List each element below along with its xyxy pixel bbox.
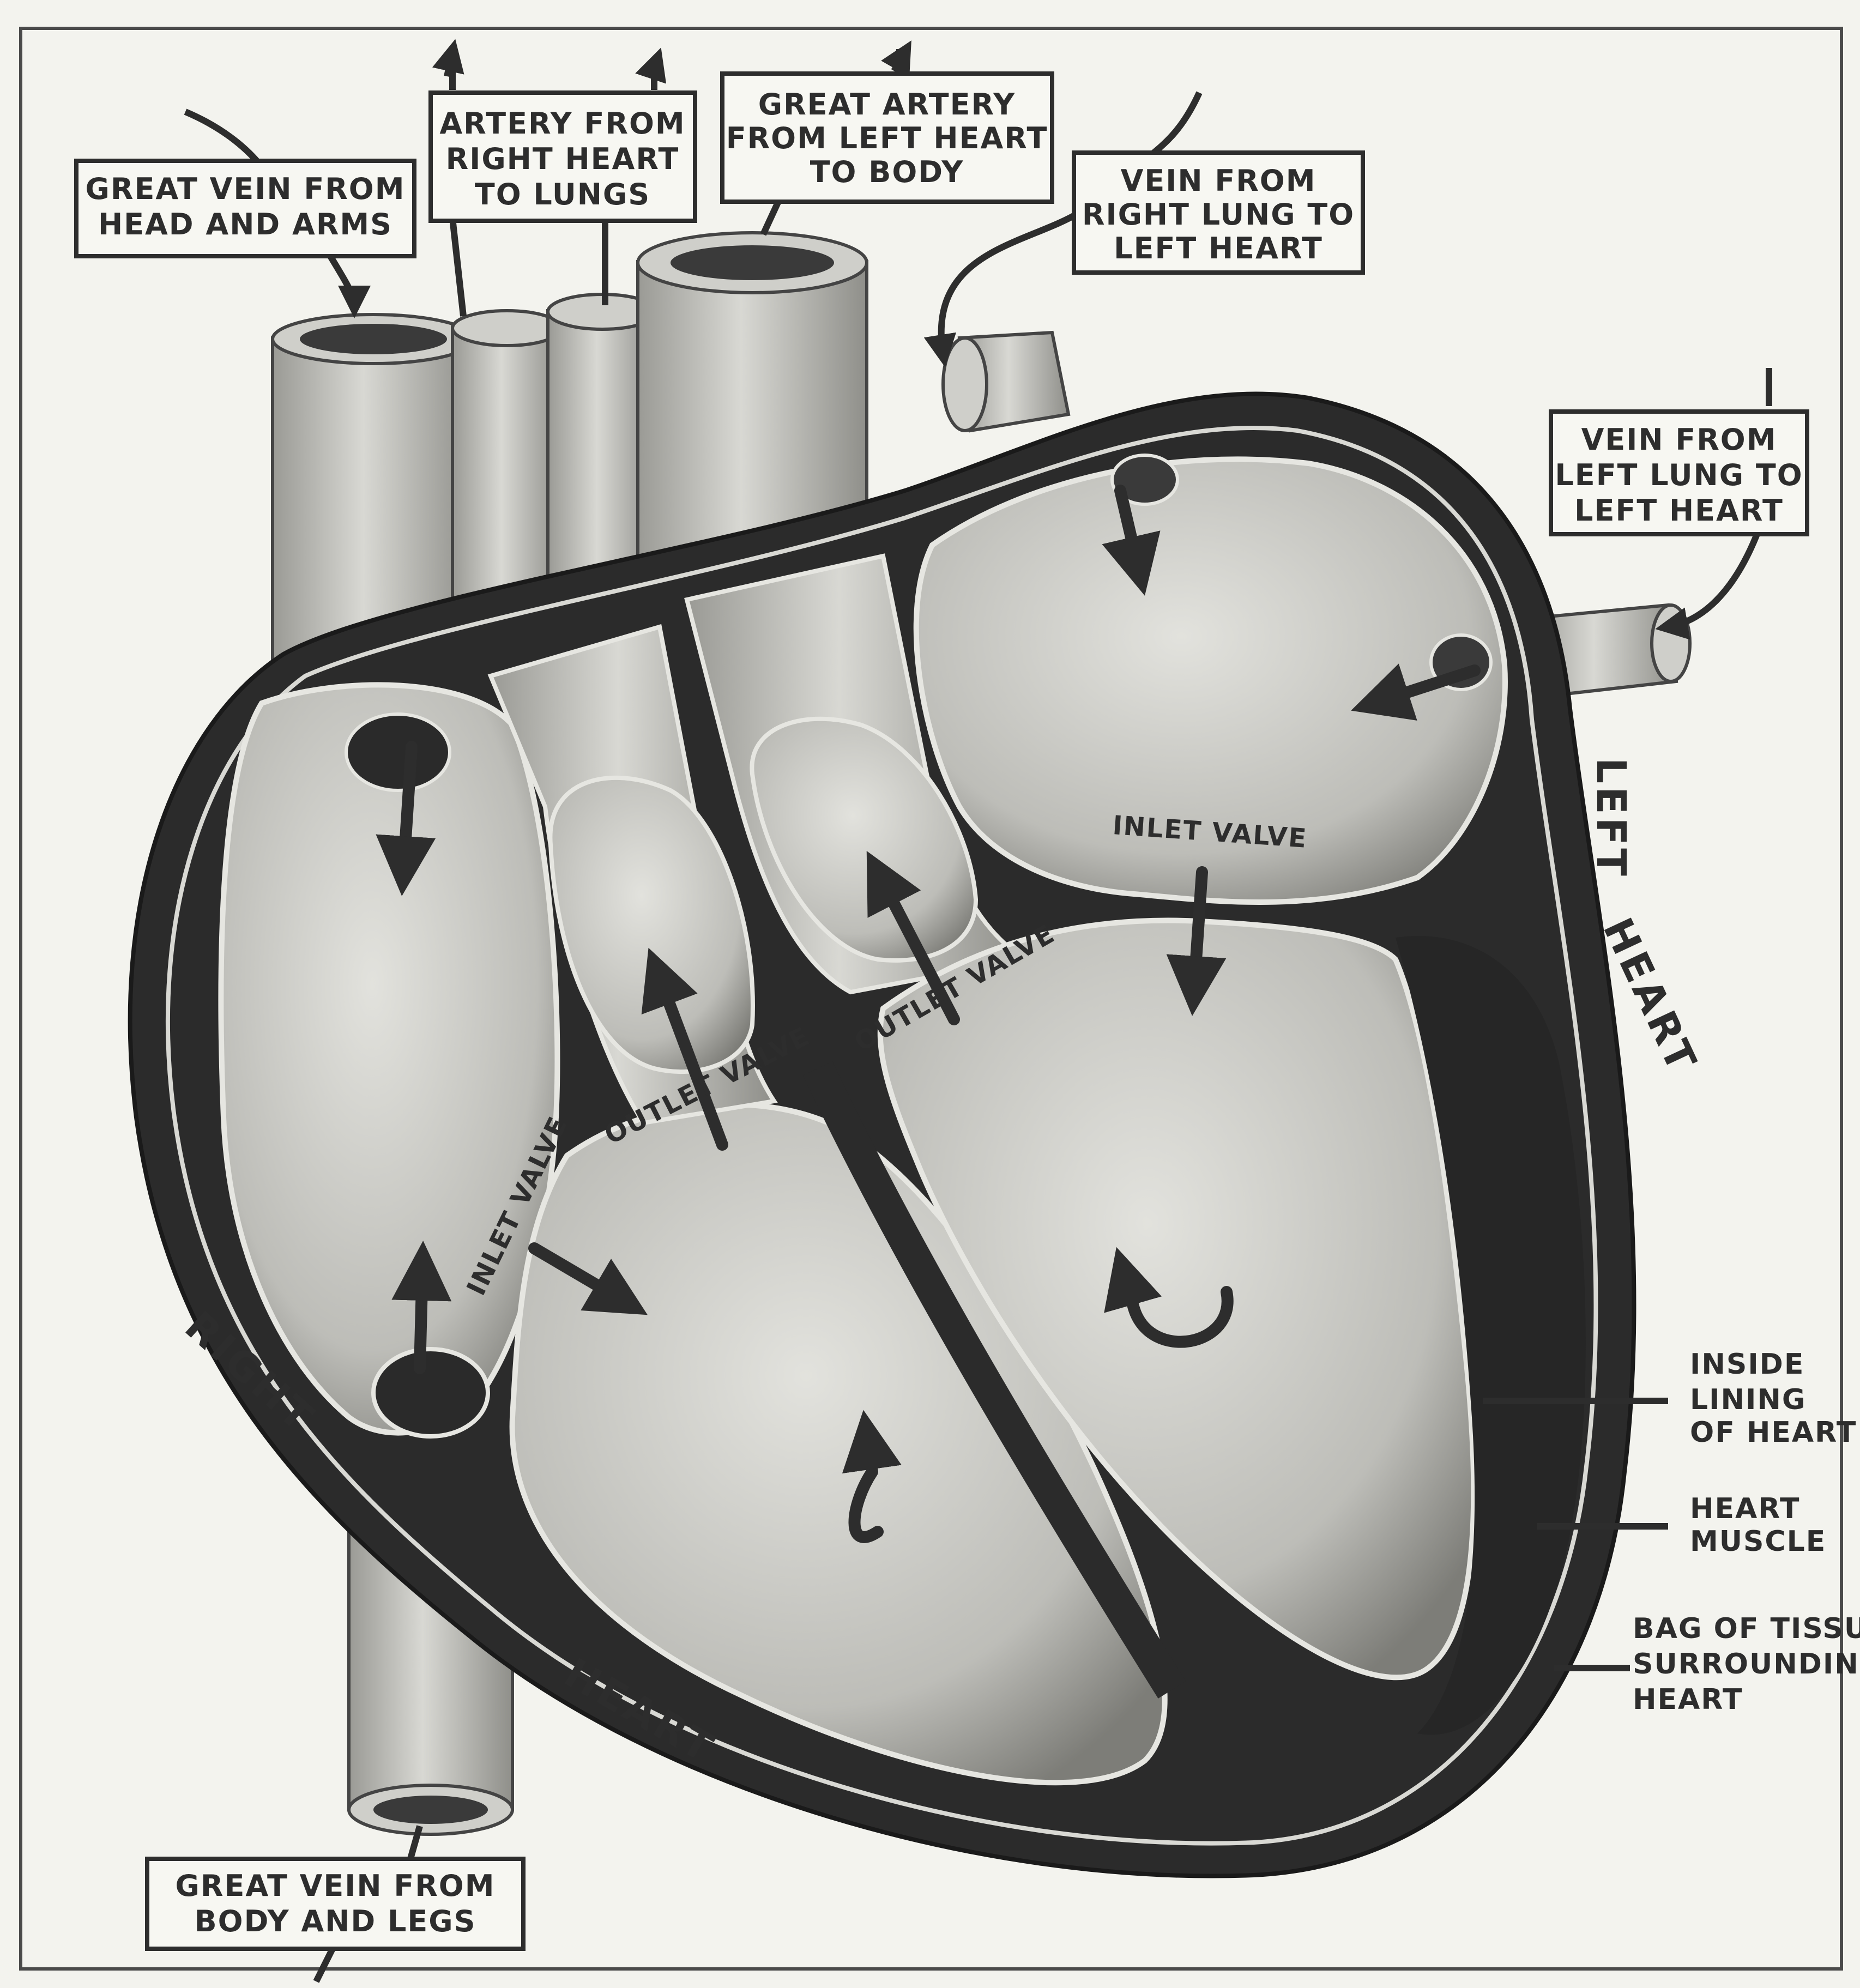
flow-arrow-left-inlet	[1194, 872, 1202, 992]
box-artery-lungs-line2: RIGHT HEART	[446, 142, 680, 176]
flow-arrow-svc	[403, 747, 412, 872]
label-bag-of-tissue-line1: BAG OF TISSUE	[1633, 1612, 1860, 1645]
label-heart-muscle-line2: MUSCLE	[1690, 1525, 1826, 1558]
label-heart-muscle: HEART MUSCLE	[1690, 1492, 1826, 1558]
box-head-arms-line1: GREAT VEIN FROM	[86, 172, 406, 206]
label-bag-of-tissue-line3: HEART	[1633, 1683, 1743, 1716]
box-body-legs-line1: GREAT VEIN FROM	[176, 1869, 496, 1903]
box-left-lung-vein: VEIN FROM LEFT LUNG TO LEFT HEART	[1551, 412, 1807, 534]
box-left-lung-vein-line3: LEFT HEART	[1574, 493, 1784, 528]
label-bag-of-tissue-line2: SURROUNDING	[1633, 1648, 1860, 1681]
box-left-lung-vein-line2: LEFT LUNG TO	[1555, 458, 1803, 492]
label-heart-muscle-line1: HEART	[1690, 1492, 1800, 1525]
box-right-lung-vein-line2: RIGHT LUNG TO	[1082, 197, 1355, 232]
box-artery-lungs: ARTERY FROM RIGHT HEART TO LUNGS	[431, 93, 695, 221]
label-inside-lining-line1: INSIDE	[1690, 1348, 1804, 1381]
box-artery-lungs-line3: TO LUNGS	[475, 177, 650, 212]
box-great-artery-line2: FROM LEFT HEART	[726, 121, 1048, 155]
box-right-lung-vein: VEIN FROM RIGHT LUNG TO LEFT HEART	[1074, 153, 1363, 273]
box-body-legs-line2: BODY AND LEGS	[195, 1904, 476, 1938]
box-left-lung-vein-line1: VEIN FROM	[1581, 422, 1777, 457]
box-head-arms: GREAT VEIN FROM HEAD AND ARMS	[76, 161, 414, 256]
box-body-legs: GREAT VEIN FROM BODY AND LEGS	[147, 1859, 523, 1949]
svc-opening	[346, 714, 450, 790]
box-artery-lungs-line1: ARTERY FROM	[439, 106, 685, 141]
label-inside-lining-line2: LINING	[1690, 1383, 1807, 1416]
right-atrium	[221, 685, 557, 1433]
box-head-arms-line2: HEAD AND ARMS	[98, 207, 392, 241]
label-left-word: LEFT	[1587, 758, 1634, 879]
box-great-artery-line1: GREAT ARTERY	[758, 87, 1016, 122]
label-bag-of-tissue: BAG OF TISSUE SURROUNDING HEART	[1633, 1612, 1860, 1716]
box-great-artery-line3: TO BODY	[810, 155, 964, 189]
box-right-lung-vein-line1: VEIN FROM	[1121, 164, 1317, 198]
box-great-artery: GREAT ARTERY FROM LEFT HEART TO BODY	[722, 74, 1052, 202]
flow-arrow-ivc	[420, 1265, 422, 1368]
box-right-lung-vein-line3: LEFT HEART	[1114, 231, 1323, 265]
label-inside-lining-line3: OF HEART	[1690, 1416, 1857, 1449]
label-inside-lining: INSIDE LINING OF HEART	[1690, 1348, 1857, 1449]
ivc-opening	[373, 1349, 488, 1436]
